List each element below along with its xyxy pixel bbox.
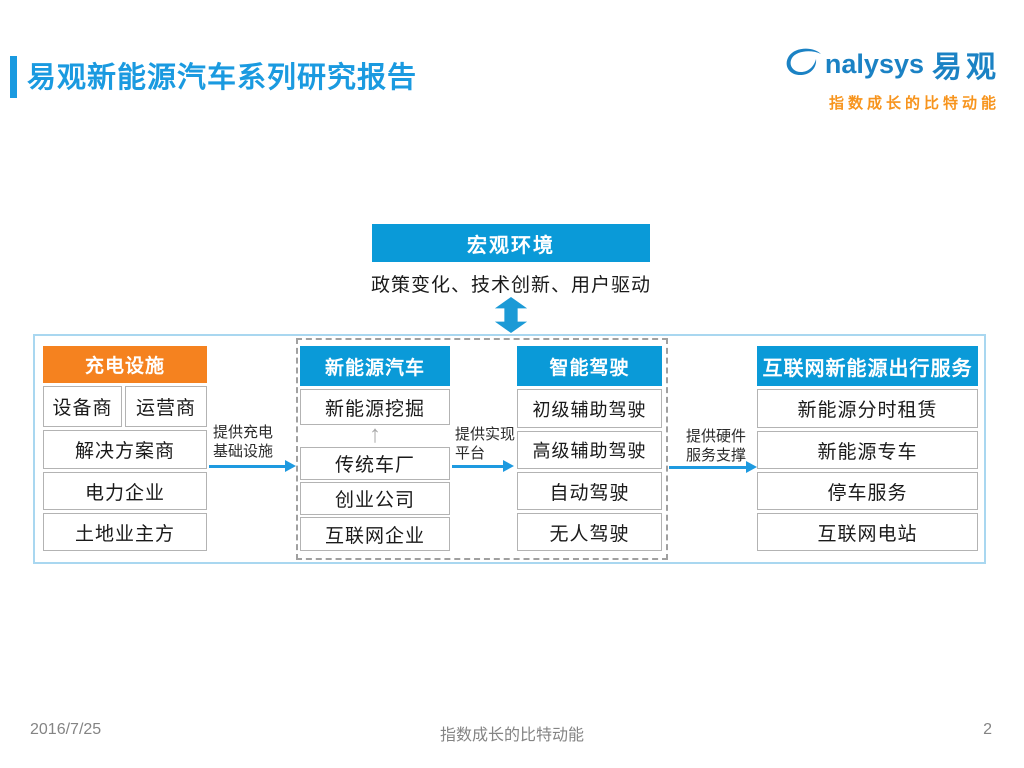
cell-advanced-assisted-driving: 高级辅助驾驶: [517, 431, 662, 469]
cell-land-owner: 土地业主方: [43, 513, 207, 551]
column-header-smart-driving: 智能驾驶: [517, 346, 662, 386]
column-header-charging: 充电设施: [43, 346, 207, 383]
diagram-dashed-frame: [296, 338, 668, 560]
connector-label-charging: 提供充电 基础设施: [213, 423, 273, 461]
cell-driverless: 无人驾驶: [517, 513, 662, 551]
connector-hardware-line1: 提供硬件: [686, 428, 747, 445]
cell-startup-company: 创业公司: [300, 482, 450, 515]
logo-brand-en: nalysys: [824, 49, 924, 79]
connector-label-platform: 提供实现 平台: [455, 425, 515, 463]
cell-parking-service: 停车服务: [757, 472, 978, 510]
charging-split-row: 设备商 运营商: [43, 386, 207, 427]
up-arrow-icon: ↑: [369, 421, 381, 448]
cell-operator: 运营商: [125, 386, 207, 427]
cell-nev-chauffeured-car: 新能源专车: [757, 431, 978, 469]
connector-label-hardware: 提供硬件 服务支撑: [686, 427, 746, 465]
cell-power-company: 电力企业: [43, 472, 207, 510]
column-header-nev: 新能源汽车: [300, 346, 450, 386]
right-arrow-icon: [209, 460, 296, 473]
analysys-swoosh-icon: [786, 48, 821, 75]
page-title: 易观新能源汽车系列研究报告: [27, 62, 418, 94]
right-arrow-icon: [452, 460, 514, 473]
connector-charging-line2: 基础设施: [213, 443, 274, 460]
cell-traditional-automaker: 传统车厂: [300, 447, 450, 480]
cell-nev-mining: 新能源挖掘: [300, 389, 450, 425]
cell-automated-driving: 自动驾驶: [517, 472, 662, 510]
column-header-travel-services: 互联网新能源出行服务: [757, 346, 978, 386]
title-accent-bar: [10, 56, 17, 98]
connector-platform-line1: 提供实现: [455, 426, 516, 443]
cell-basic-assisted-driving: 初级辅助驾驶: [517, 389, 662, 428]
footer-page-number: 2: [983, 721, 992, 738]
right-arrow-icon: [669, 461, 757, 474]
cell-equipment-vendor: 设备商: [43, 386, 122, 427]
logo-brand-cn: 易观: [932, 51, 1000, 84]
connector-platform-line2: 平台: [455, 445, 486, 462]
cell-solution-provider: 解决方案商: [43, 430, 207, 469]
footer-center-text: 指数成长的比特动能: [439, 727, 584, 744]
connector-charging-line1: 提供充电: [213, 424, 274, 441]
double-vertical-arrow-icon: [494, 297, 528, 333]
cell-time-share-rental: 新能源分时租赁: [757, 389, 978, 428]
analysys-logo: nalysys 易观 指数成长的比特动能: [770, 42, 1000, 113]
macro-subtitle: 政策变化、技术创新、用户驱动: [370, 275, 651, 296]
connector-hardware-line2: 服务支撑: [686, 447, 747, 464]
footer-date: 2016/7/25: [30, 721, 102, 738]
logo-tagline: 指数成长的比特动能: [828, 95, 1000, 112]
cell-internet-company: 互联网企业: [300, 517, 450, 551]
macro-environment-box: 宏观环境: [372, 224, 650, 262]
cell-internet-charging-station: 互联网电站: [757, 513, 978, 551]
